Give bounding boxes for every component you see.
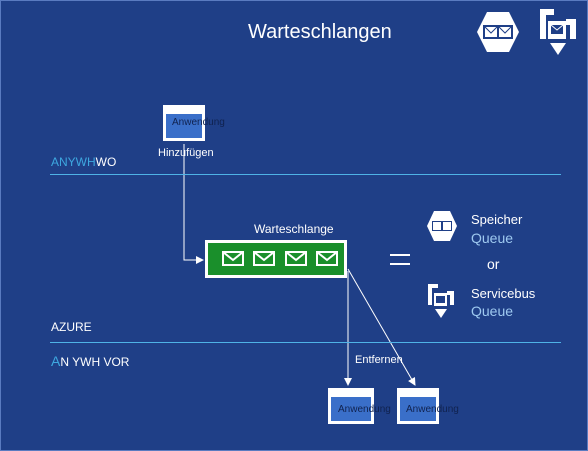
region-top-prefix: ANYWH (51, 155, 96, 169)
remove-label: Entfernen (355, 354, 403, 366)
add-connector (183, 144, 204, 264)
legend-servicebus-sub: Queue (471, 303, 514, 319)
region-label-azure: AZURE (51, 320, 92, 334)
region-bottom-prefix: A (51, 353, 61, 369)
service-bus-icon (540, 9, 576, 55)
envelope-icon (285, 251, 307, 266)
service-bus-legend-icon (428, 284, 454, 318)
app-label-bottom-left: Anwendung (338, 404, 391, 415)
legend-or: or (487, 256, 500, 272)
queue-label: Warteschlange (254, 222, 334, 236)
region-label-bottom: AN YWH VOR (51, 353, 129, 369)
app-label-top: Anwendung (172, 117, 225, 128)
app-box-bottom-left: Anwendung (328, 388, 391, 424)
region-divider-bottom (50, 342, 561, 343)
remove-connector-right (347, 268, 416, 386)
envelope-icon (316, 251, 338, 266)
add-label: Hinzufügen (158, 147, 214, 159)
queue-box (205, 240, 347, 278)
region-bottom-suffix: N YWH VOR (60, 355, 130, 369)
legend-servicebus-title: Servicebus (471, 286, 536, 301)
region-label-top: ANYWHWO (51, 155, 116, 169)
region-divider-top (50, 174, 561, 175)
app-box-bottom-right: Anwendung (397, 388, 459, 424)
storage-queue-icon (477, 12, 519, 52)
legend-storage-sub: Queue (471, 230, 514, 246)
region-top-suffix: WO (95, 155, 117, 169)
legend-storage-title: Speicher (471, 212, 523, 227)
equals-sign (390, 254, 410, 256)
page-title: Warteschlangen (248, 21, 392, 43)
envelope-icon (253, 251, 275, 266)
envelope-icon (222, 251, 244, 266)
storage-queue-legend-icon (427, 211, 457, 241)
app-box-top: Anwendung (163, 105, 225, 141)
app-label-bottom-right: Anwendung (406, 404, 459, 415)
